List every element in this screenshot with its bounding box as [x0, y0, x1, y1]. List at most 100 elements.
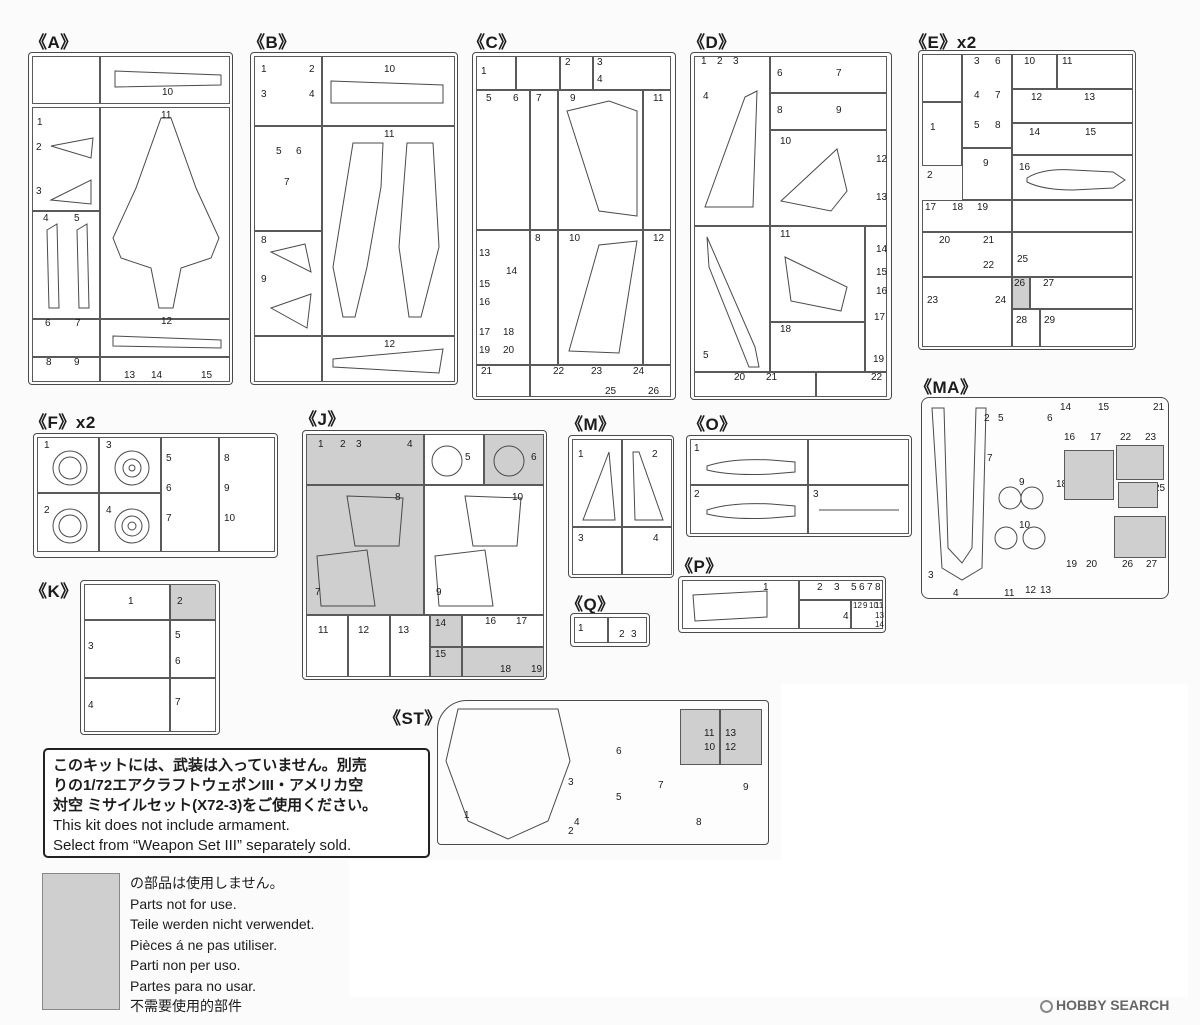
part-number: 13 [876, 192, 888, 203]
part-a11-fuselage [112, 117, 220, 309]
part-number: 29 [1044, 315, 1056, 326]
part-number: 12 [161, 316, 173, 327]
part-number: 1 [578, 449, 584, 460]
sprue-a-cell-8-9 [32, 357, 100, 382]
part-number: 22 [983, 260, 995, 271]
blank-area-lower [349, 860, 781, 997]
part-number: 3 [578, 533, 584, 544]
watermark: HOBBY SEARCH [1040, 997, 1169, 1013]
part-number: 2 [652, 449, 658, 460]
part-number: 3 [36, 186, 42, 197]
part-number: 9 [436, 587, 442, 598]
sprue-ma-cell-16-17 [1064, 450, 1114, 500]
sprue-j-cell-15 [430, 647, 462, 677]
sprue-k-cell-3 [84, 620, 170, 678]
part-number: 6 [531, 452, 537, 463]
part-number: 3 [597, 57, 603, 68]
part-number: 8 [875, 582, 881, 593]
part-number: 11 [704, 728, 715, 739]
part-number: 1 [128, 596, 134, 607]
part-m2-shape [632, 451, 664, 521]
part-number: 21 [766, 372, 778, 383]
part-c10-fin [568, 240, 638, 354]
sprue-c: 1 2 3 4 5 6 7 9 11 13 14 15 16 17 18 19 … [472, 52, 676, 400]
sprue-p-cell-9-14 [851, 600, 883, 629]
part-number: 23 [591, 366, 603, 377]
sprue-a-cell [32, 56, 100, 104]
part-number: 20 [1086, 559, 1098, 570]
sprue-e-cell-27 [1030, 277, 1133, 309]
part-p1-canopy [692, 590, 768, 622]
sprue-b-cell-12 [322, 336, 455, 382]
part-number: 8 [535, 233, 541, 244]
part-number: 5 [851, 582, 857, 593]
part-number: 4 [953, 588, 959, 599]
sprue-e-cell-empty-2 [1012, 200, 1133, 232]
part-number: 4 [106, 505, 112, 516]
sprue-c-cell-22-26 [530, 365, 671, 397]
part-number: 26 [648, 386, 660, 397]
sprue-a-cell-6-7 [32, 319, 100, 357]
part-number: 18 [952, 202, 964, 213]
part-number: 11 [653, 93, 664, 104]
part-number: 5 [998, 413, 1004, 424]
sprue-k: 1 2 3 5 6 4 7 [80, 580, 220, 735]
part-number: 6 [166, 483, 172, 494]
part-number: 22 [871, 372, 883, 383]
part-number: 6 [296, 146, 302, 157]
part-number: 17 [479, 327, 491, 338]
part-number: 10 [869, 601, 878, 610]
part-number: 14 [1060, 402, 1072, 413]
part-number: 4 [843, 611, 849, 622]
part-number: 3 [974, 56, 980, 67]
legend-line: Parti non per uso. [130, 957, 241, 973]
sprue-d-cell-11 [770, 226, 865, 322]
part-number: 1 [318, 439, 324, 450]
sprue-c-cell-empty [516, 56, 560, 90]
part-number: 17 [925, 202, 937, 213]
part-number: 3 [813, 489, 819, 500]
part-number: 8 [777, 105, 783, 116]
part-number: 1 [578, 623, 584, 634]
sprue-c-cell-8 [530, 230, 558, 365]
part-number: 11 [1004, 588, 1015, 599]
part-number: 7 [175, 697, 181, 708]
sprue-c-cell-5-6 [476, 90, 530, 230]
sprue-j-cell-11 [306, 615, 348, 677]
part-number: 20 [503, 345, 515, 356]
part-number: 10 [512, 492, 524, 503]
unused-parts-swatch [42, 873, 120, 1010]
part-number: 19 [479, 345, 491, 356]
sprue-e-cell-12-13 [1012, 89, 1133, 123]
sprue-m-cell-1 [572, 439, 622, 527]
sprue-b-cell-5-7 [254, 126, 322, 231]
part-j9-j10-fins [434, 495, 522, 607]
part-number: 5 [703, 350, 709, 361]
sprue-k-cell-4 [84, 678, 170, 732]
sprue-e-cell-29 [1040, 309, 1133, 347]
part-number: 12 [384, 339, 396, 350]
part-number: 1 [261, 64, 267, 75]
note-jp-line: 対空 ミサイルセット(X72-3)をご使用ください。 [53, 797, 378, 814]
part-number: 5 [616, 792, 622, 803]
part-number: 15 [1098, 402, 1110, 413]
part-number: 4 [574, 817, 580, 828]
part-number: 14 [875, 620, 884, 629]
part-number: 15 [1085, 127, 1097, 138]
sprue-d-cell-1-4 [694, 56, 770, 226]
sprue-c-cell-13-20 [476, 230, 530, 365]
sprue-j-cell-12 [348, 615, 390, 677]
part-number: 3 [88, 641, 94, 652]
part-number: 2 [619, 629, 625, 640]
part-number: 12 [853, 601, 862, 610]
part-number: 9 [74, 357, 80, 368]
sprue-f: 1 3 5 8 6 9 2 4 7 10 [33, 433, 278, 558]
sprue-j-cell-9-10 [424, 485, 544, 615]
sprue-b-cell-empty [254, 336, 322, 382]
part-f1-ring [52, 450, 88, 486]
blank-area [781, 684, 1188, 997]
note-jp-line: このキットには、武装は入っていません。別売 [53, 757, 367, 774]
legend-line: の部品は使用しません。 [130, 875, 284, 891]
sprue-st: 1 11 13 10 12 6 3 7 9 5 4 2 8 [437, 700, 769, 845]
part-number: 21 [481, 366, 493, 377]
